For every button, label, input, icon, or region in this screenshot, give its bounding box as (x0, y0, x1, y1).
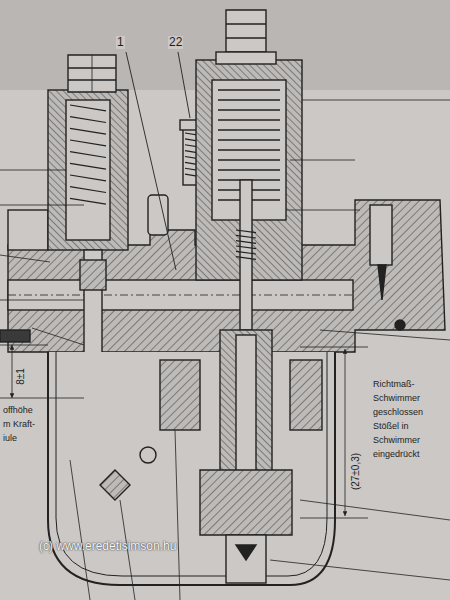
drawing-stroke (286, 210, 360, 211)
note-text: Richtmaß- (372, 380, 416, 390)
drawing-stroke (70, 187, 106, 193)
drawing-stroke (302, 100, 450, 101)
drawing-stroke (0, 398, 84, 399)
drawing-stroke (320, 330, 450, 340)
drawing-stroke (175, 430, 180, 600)
callout-number: 1 (116, 36, 125, 49)
center-line (8, 295, 353, 296)
drawing-stroke (70, 140, 106, 146)
choke-knob (148, 195, 168, 235)
inlet-fitting (8, 210, 48, 250)
note-text: offhöhe (2, 406, 34, 416)
drawing-stroke (0, 300, 84, 301)
drawing-stroke (0, 345, 48, 346)
drawing-stroke (236, 246, 256, 249)
spring (70, 105, 106, 204)
drawing-stroke (92, 55, 93, 92)
drawing-stroke (226, 23, 266, 24)
drawing-stroke (70, 152, 106, 158)
drawing-stroke (236, 230, 256, 233)
jet-needle (240, 180, 252, 330)
drawing-stroke (0, 205, 84, 206)
dimension-text: (27±0,3) (351, 452, 362, 491)
leader-line (178, 52, 190, 118)
note-text: geschlossen (372, 408, 424, 418)
drawing-stroke (218, 169, 280, 170)
left-bore (66, 100, 110, 240)
dimension-lines (0, 345, 368, 518)
leader-line (126, 52, 176, 270)
drawing-stroke (0, 255, 50, 262)
drawing-stroke (218, 109, 280, 110)
drawing-stroke (226, 37, 266, 38)
drawing-stroke (70, 198, 106, 204)
drawing-stroke (218, 89, 280, 90)
leader-lines-left (0, 170, 180, 600)
drawing-stroke (345, 349, 346, 516)
drawing-stroke (70, 117, 106, 123)
drawing-stroke (236, 257, 256, 260)
float-left (160, 360, 200, 430)
float-pivot (140, 447, 156, 463)
drawing-stroke (290, 160, 355, 161)
drawing-stroke (236, 251, 256, 254)
drawing-stroke (270, 560, 450, 580)
drawing-stroke (218, 159, 280, 160)
emulsion-tube (236, 335, 256, 475)
drawing-stroke (70, 105, 106, 111)
drawing-stroke (12, 345, 13, 398)
note-text: iule (2, 434, 18, 444)
drawing-stroke (236, 241, 256, 244)
idle-screw (370, 205, 392, 265)
main-jet (236, 545, 256, 560)
note-text: Schwimmer (372, 394, 421, 404)
needle-tip (378, 265, 386, 300)
drawing-stroke (300, 518, 368, 519)
venturi-bore (8, 280, 353, 310)
outline-group (0, 10, 450, 600)
drawing-stroke (70, 163, 106, 169)
drawing-stroke (218, 119, 280, 120)
note-text: m Kraft- (2, 420, 36, 430)
note-text: Schwimmer (372, 436, 421, 446)
drawing-stroke (70, 175, 106, 181)
leader-lines-right (270, 100, 450, 580)
drawing-stroke (218, 139, 280, 140)
cap-collar (216, 52, 276, 64)
o-ring (395, 320, 405, 330)
drawing-stroke (236, 235, 256, 238)
jet-holder (220, 330, 272, 480)
drawing-stroke (300, 347, 368, 348)
drawing-stroke (218, 149, 280, 150)
drawing-stroke (70, 460, 90, 600)
drawing-stroke (0, 170, 66, 171)
drain-plug (100, 470, 130, 500)
drawing-stroke (218, 99, 280, 100)
dimension-text: 8±1 (15, 367, 26, 386)
drawing-stroke (300, 500, 450, 520)
bowl-nut (200, 470, 292, 535)
drawing-stroke (70, 128, 106, 134)
drawing-stroke (32, 328, 84, 345)
note-text: eingedrückt (372, 450, 421, 460)
needle-spring (236, 230, 256, 259)
gasket (0, 330, 30, 342)
callout-number: 22 (168, 36, 183, 49)
note-text: Stößel in (372, 422, 410, 432)
watermark: (c) www.eredetisimson.hu (38, 540, 177, 553)
hex-nut (68, 55, 116, 92)
drawing-stroke (218, 129, 280, 130)
float-right (290, 360, 322, 430)
drain-screw (226, 535, 266, 583)
top-cap-hex (226, 10, 266, 52)
needle-seat (80, 260, 106, 290)
